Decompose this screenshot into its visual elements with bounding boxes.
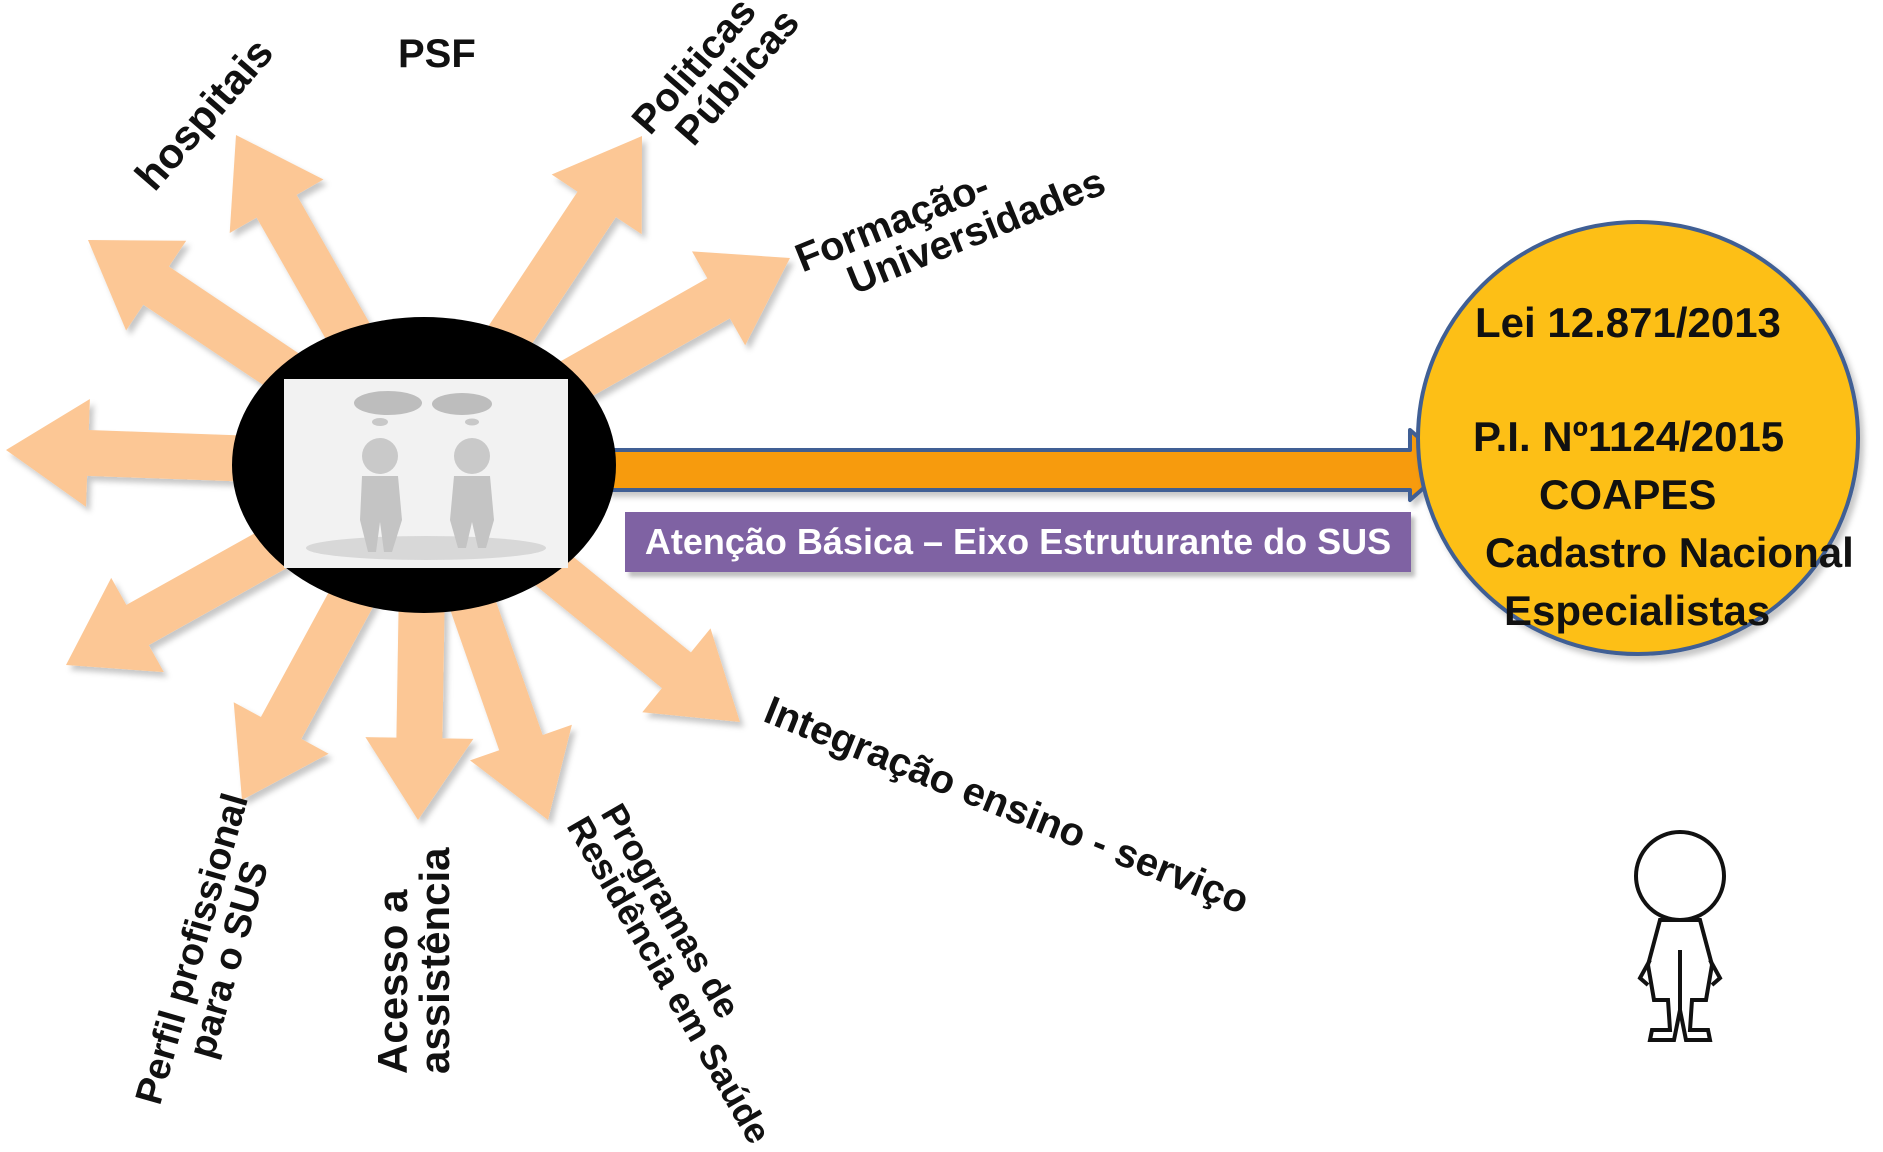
circle-line5: Especialistas [1504, 587, 1771, 634]
circle-line3: COAPES [1539, 471, 1717, 518]
label-psf: PSF [398, 32, 476, 76]
standing-figure-icon [1634, 830, 1726, 1042]
info-circle [1416, 220, 1860, 656]
atencao-basica-band: Atenção Básica – Eixo Estruturante do SU… [625, 512, 1411, 572]
label-acesso: Acesso a assistência [369, 847, 458, 1075]
circle-line4: Cadastro Nacional [1485, 529, 1854, 576]
acesso-line1: Acesso a [369, 889, 416, 1074]
two-figures-talking-image [284, 379, 568, 568]
main-arrow [606, 428, 1452, 502]
acesso-line2: assistência [411, 847, 458, 1075]
circle-line1: Lei 12.871/2013 [1475, 299, 1781, 346]
circle-text: Lei 12.871/2013 P.I. Nº1124/2015 COAPES … [1450, 290, 1870, 650]
spoke-arrow-acesso [365, 504, 474, 820]
circle-line2: P.I. Nº1124/2015 [1473, 413, 1785, 460]
